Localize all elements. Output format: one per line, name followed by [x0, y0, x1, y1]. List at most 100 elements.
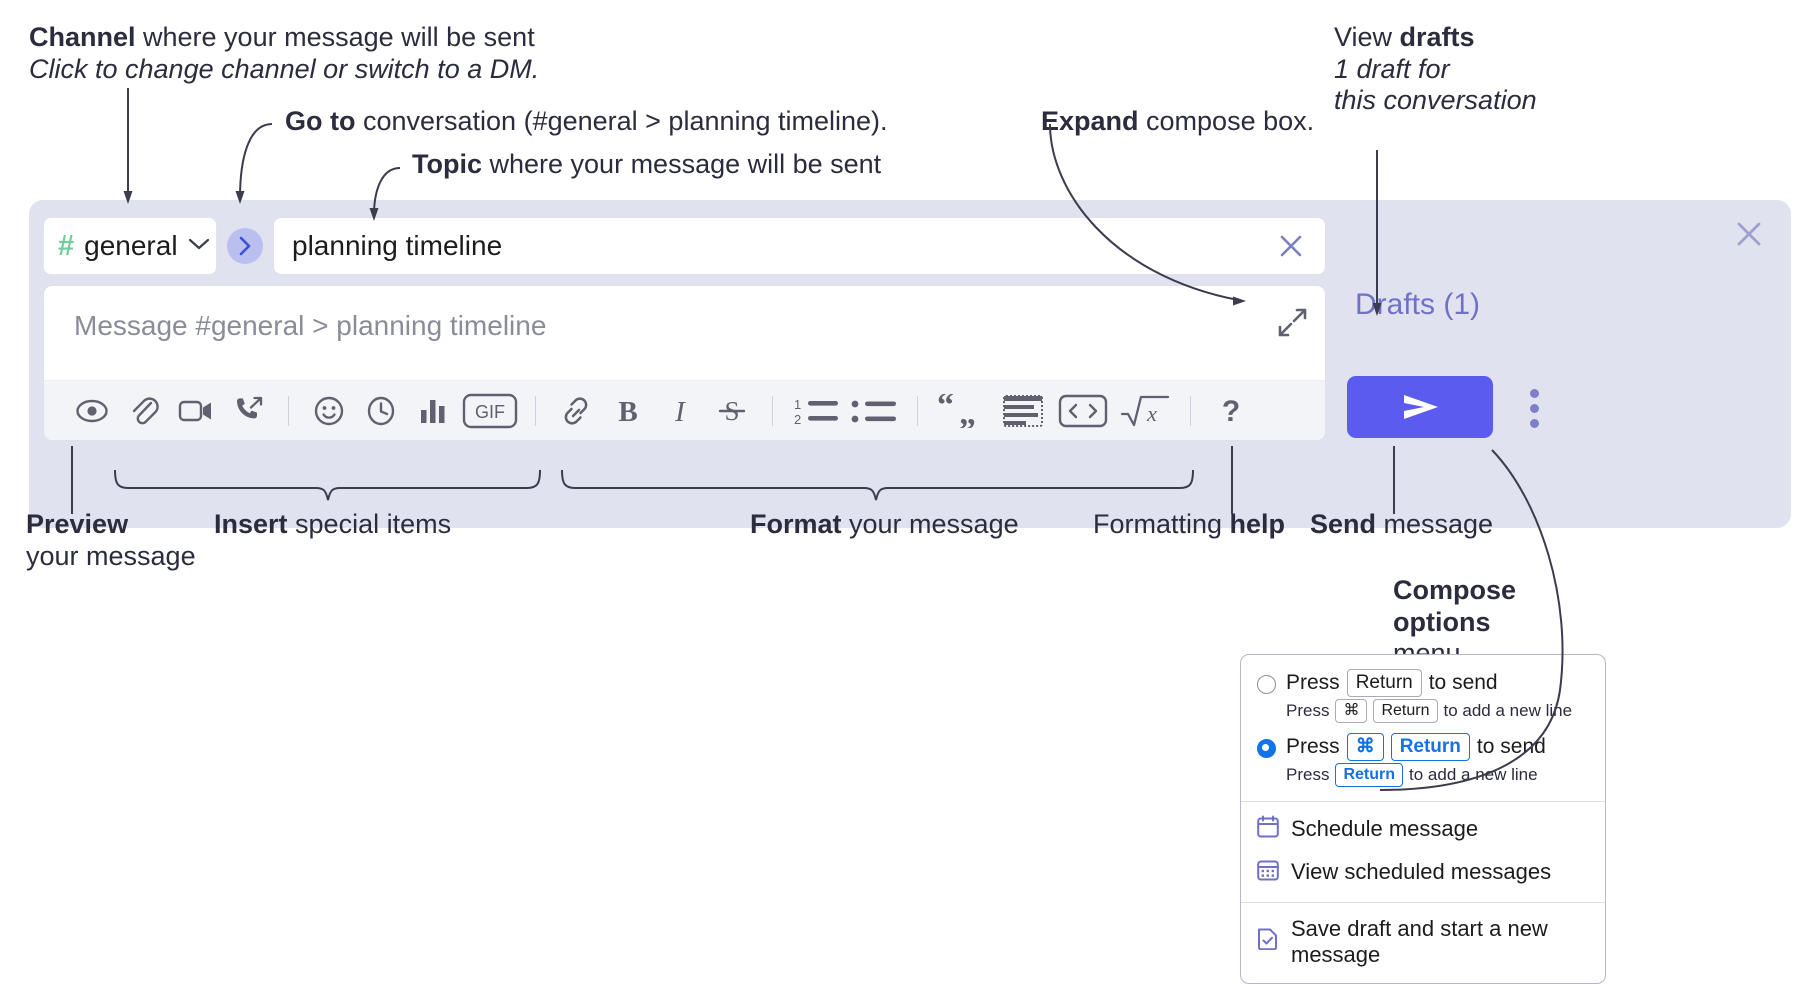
svg-text:B: B	[618, 396, 637, 426]
send-button[interactable]	[1347, 376, 1493, 438]
opt1-sub-pre: Press	[1286, 764, 1330, 784]
toolbar-divider	[535, 395, 536, 426]
phone-forward-icon[interactable]	[222, 387, 274, 435]
annotation-help-bold: help	[1229, 509, 1286, 539]
annotation-insert-rest: special items	[287, 509, 452, 539]
key-cmd-blue: ⌘	[1346, 732, 1384, 761]
attachment-icon[interactable]	[118, 387, 170, 435]
toolbar-divider	[772, 395, 773, 426]
link-icon[interactable]	[550, 387, 602, 435]
expand-arrows-icon[interactable]	[1275, 306, 1309, 340]
goto-conversation-button[interactable]	[227, 228, 263, 264]
annotation-channel-sub: Click to change channel or switch to a D…	[29, 53, 540, 84]
annotation-drafts-line2: 1 draft for	[1334, 53, 1450, 84]
annotation-expand-rest: compose box.	[1138, 106, 1315, 136]
svg-text:x: x	[1146, 401, 1157, 426]
bulleted-list-icon[interactable]	[845, 387, 903, 435]
annotation-goto-bold: Go to	[285, 106, 356, 136]
opt0-sub-pre: Press	[1286, 700, 1330, 720]
poll-icon[interactable]	[407, 387, 459, 435]
send-option-cmd-return[interactable]: Press ⌘ Return to send	[1241, 729, 1605, 761]
annotation-channel: Channel where your message will be sent …	[29, 22, 539, 85]
strikethrough-icon[interactable]: S	[706, 387, 758, 435]
menu-item-view-scheduled[interactable]: View scheduled messages	[1241, 851, 1605, 894]
annotation-goto: Go to conversation (#general > planning …	[285, 106, 888, 138]
math-icon[interactable]: x	[1114, 387, 1176, 435]
menu-divider	[1241, 800, 1605, 802]
annotation-send: Send message	[1310, 509, 1493, 541]
video-icon[interactable]	[170, 387, 222, 435]
bold-icon[interactable]: B	[602, 387, 654, 435]
annotation-compose-bold1: Compose	[1393, 575, 1517, 605]
preview-icon[interactable]	[66, 387, 118, 435]
annotation-goto-rest: conversation (#general > planning timeli…	[355, 106, 888, 136]
annotation-expand: Expand compose box.	[1041, 106, 1314, 138]
annotation-insert-bold: Insert	[214, 509, 288, 539]
annotation-format: Format your message	[750, 509, 1019, 541]
svg-text:„: „	[959, 395, 976, 428]
hash-icon: #	[58, 229, 75, 262]
opt1-sub-post: to add a new line	[1409, 764, 1538, 784]
toolbar-divider	[1190, 395, 1191, 426]
annotation-expand-bold: Expand	[1041, 106, 1139, 136]
key-return-blue-sm: Return	[1335, 762, 1404, 787]
annotation-preview-bold: Preview	[26, 509, 129, 539]
topic-input[interactable]: planning timeline	[273, 217, 1326, 275]
drafts-link[interactable]: Drafts (1)	[1355, 288, 1481, 321]
italic-icon[interactable]: I	[654, 387, 706, 435]
more-vertical-icon[interactable]	[1519, 382, 1549, 434]
ordered-list-icon[interactable]: 1 2	[787, 387, 845, 435]
key-return: Return	[1346, 669, 1422, 697]
send-option-return[interactable]: Press Return to send	[1241, 665, 1605, 697]
radio-cmd-return[interactable]	[1257, 738, 1276, 758]
send-option-cmd-return-sub: Press Return to add a new line	[1241, 761, 1605, 793]
topic-value: planning timeline	[292, 230, 503, 261]
opt0-post: to send	[1428, 670, 1498, 694]
annotation-topic-rest: where your message will be sent	[482, 149, 882, 179]
menu-divider	[1241, 901, 1605, 903]
emoji-icon[interactable]	[303, 387, 355, 435]
calendar-schedule-icon	[1257, 815, 1279, 844]
blockquote-icon[interactable]: “ „	[932, 387, 994, 435]
svg-text:GIF: GIF	[475, 402, 505, 422]
channel-name: general	[84, 230, 178, 261]
annotation-view-drafts: View drafts 1 draft for this conversatio…	[1334, 22, 1537, 117]
annotation-drafts-bold: drafts	[1399, 22, 1475, 52]
gif-icon[interactable]: GIF	[459, 387, 521, 435]
message-compose-box: Message #general > planning timeline	[43, 285, 1326, 441]
close-icon[interactable]	[1271, 226, 1311, 266]
formatting-toolbar: GIF B I S	[44, 380, 1325, 440]
help-icon[interactable]: ?	[1205, 387, 1257, 435]
annotation-format-bold: Format	[750, 509, 842, 539]
menu-item-schedule-label: Schedule message	[1291, 816, 1479, 841]
toolbar-divider	[917, 395, 918, 426]
send-option-return-label: Press Return to send	[1286, 669, 1498, 697]
annotation-formatting-help: Formatting help	[1093, 509, 1285, 541]
opt0-pre: Press	[1286, 670, 1340, 694]
channel-selector[interactable]: # general	[43, 217, 217, 275]
compose-header-row: # general planning timeline	[43, 217, 1326, 275]
toolbar-divider	[288, 395, 289, 426]
message-input[interactable]: Message #general > planning timeline	[44, 286, 1325, 380]
svg-text:“: “	[937, 394, 954, 424]
menu-item-schedule-message[interactable]: Schedule message	[1241, 808, 1605, 851]
svg-text:?: ?	[1222, 395, 1240, 428]
close-icon[interactable]	[1729, 214, 1769, 254]
key-return-blue: Return	[1390, 732, 1470, 761]
key-return-sm: Return	[1373, 698, 1438, 723]
annotation-format-rest: your message	[841, 509, 1019, 539]
menu-item-save-draft[interactable]: Save draft and start a new message	[1241, 909, 1605, 975]
annotation-drafts-line3: this conversation	[1334, 85, 1537, 116]
annotation-topic-bold: Topic	[412, 149, 482, 179]
svg-text:2: 2	[794, 412, 801, 427]
calendar-list-icon	[1257, 858, 1279, 887]
annotation-drafts-pre: View	[1334, 22, 1400, 52]
inline-code-icon[interactable]	[1052, 387, 1114, 435]
annotation-compose-bold2: options	[1393, 606, 1491, 637]
radio-return[interactable]	[1257, 675, 1276, 694]
annotation-send-rest: message	[1376, 509, 1494, 539]
svg-text:1: 1	[794, 397, 801, 412]
clock-icon[interactable]	[355, 387, 407, 435]
code-block-icon[interactable]	[994, 387, 1052, 435]
menu-item-save-draft-label: Save draft and start a new message	[1291, 915, 1548, 967]
